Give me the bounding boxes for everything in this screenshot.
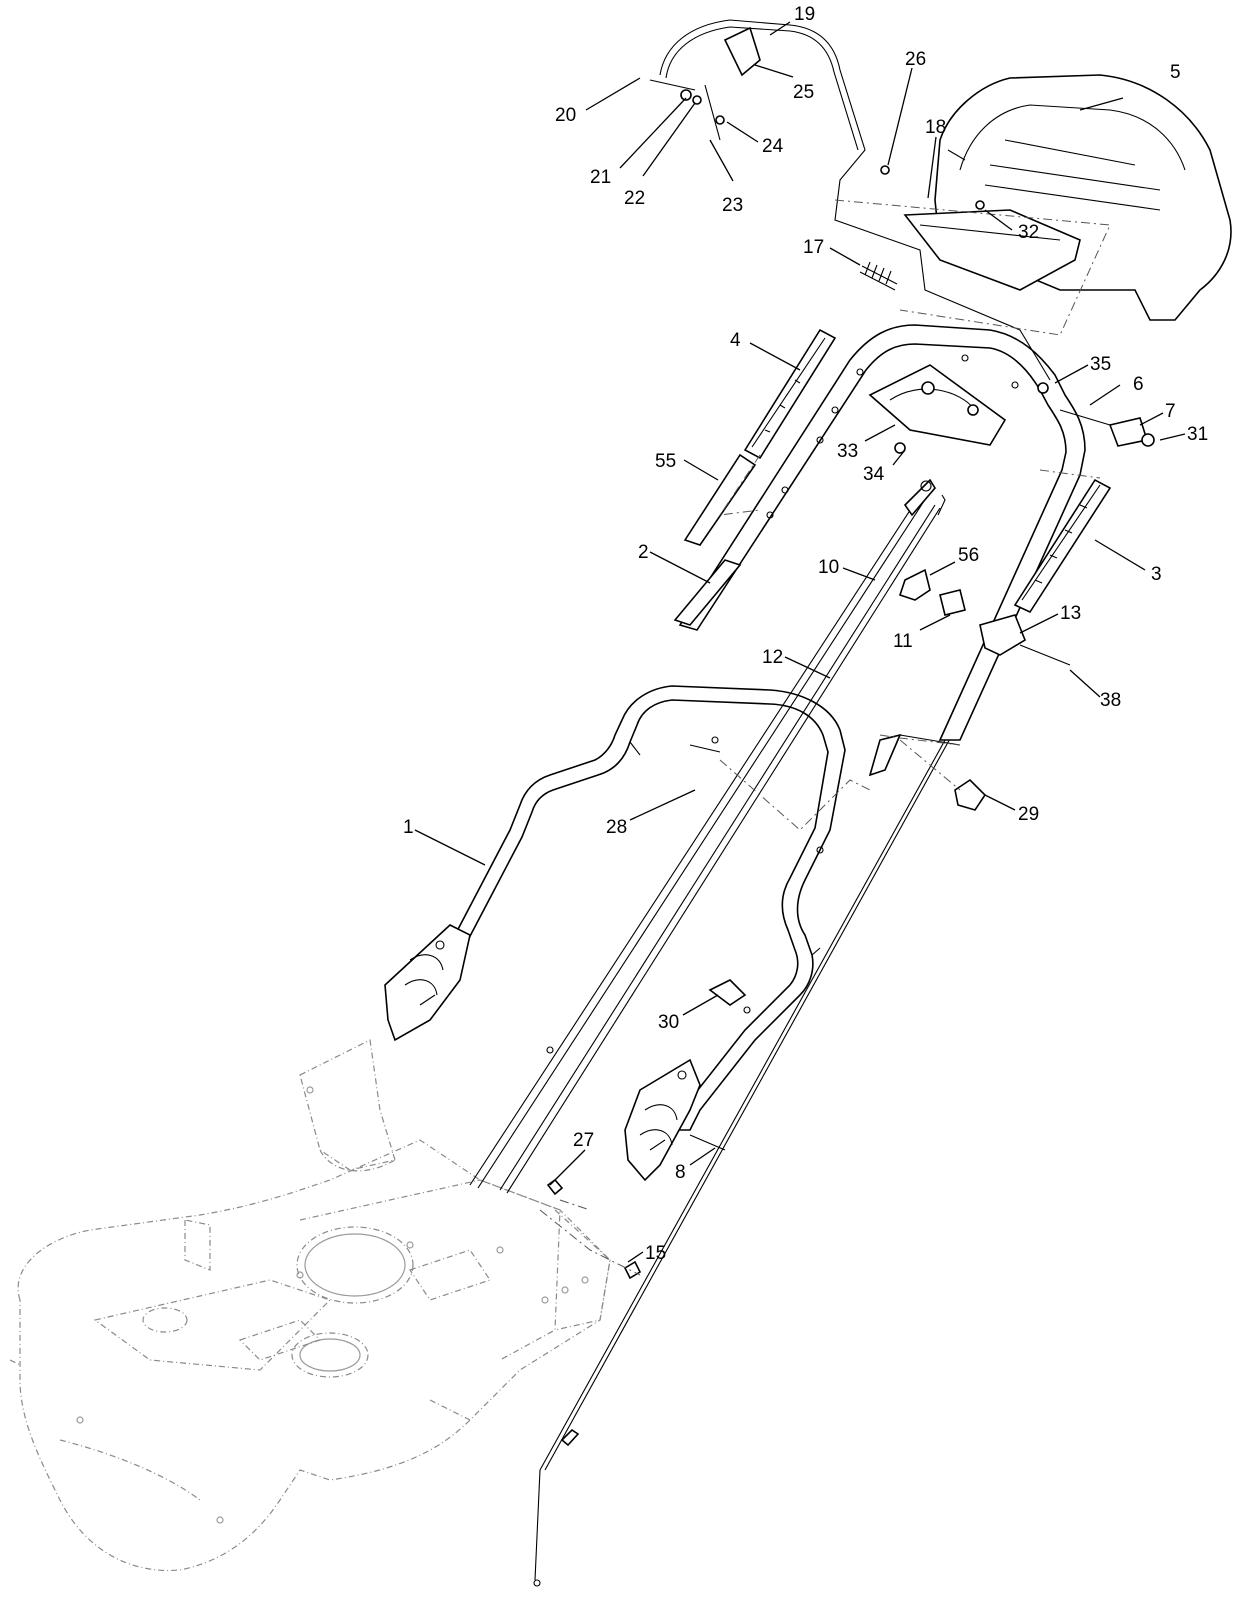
- callout-24: 24: [762, 136, 784, 157]
- callout-1: 1: [403, 817, 414, 838]
- callout-13: 13: [1060, 603, 1081, 624]
- callout-25: 25: [793, 82, 814, 103]
- alignment-lines: [539, 199, 1111, 1276]
- upper-handle: [673, 324, 1086, 777]
- callout-2: 2: [638, 542, 649, 563]
- callout-8: 8: [675, 1162, 686, 1183]
- callout-32: 32: [1018, 222, 1039, 243]
- callout-55: 55: [655, 451, 676, 472]
- leader-lines: [414, 21, 1186, 1263]
- callout-17: 17: [803, 237, 824, 258]
- callout-31: 31: [1187, 424, 1208, 445]
- control-cables: [469, 478, 999, 1587]
- spring-and-hardware: [546, 149, 1155, 1280]
- callout-22: 22: [624, 188, 645, 209]
- callout-7: 7: [1165, 401, 1176, 422]
- callout-6: 6: [1133, 374, 1144, 395]
- callout-23: 23: [722, 195, 743, 216]
- callout-20: 20: [555, 105, 576, 126]
- callout-34: 34: [863, 464, 885, 485]
- lower-handle: [384, 685, 846, 1182]
- callout-10: 10: [818, 557, 839, 578]
- callout-33: 33: [837, 441, 858, 462]
- callout-19: 19: [794, 4, 815, 25]
- callout-28: 28: [606, 817, 627, 838]
- callout-30: 30: [658, 1012, 679, 1033]
- callout-35: 35: [1090, 354, 1111, 375]
- callout-labels: 19 5 26 25 20 18 24 21 22 23 32 17 4 35 …: [403, 4, 1208, 1264]
- callout-21: 21: [590, 167, 611, 188]
- callout-11: 11: [893, 631, 913, 652]
- callout-15: 15: [645, 1243, 666, 1264]
- callout-38: 38: [1100, 690, 1121, 711]
- callout-18: 18: [925, 117, 946, 138]
- bail-and-cover: [649, 19, 1232, 381]
- callout-26: 26: [905, 49, 926, 70]
- cable-guides: [743, 328, 1112, 614]
- callout-3: 3: [1151, 564, 1162, 585]
- callout-56: 56: [958, 545, 979, 566]
- callout-5: 5: [1170, 62, 1181, 83]
- callout-12: 12: [762, 647, 783, 668]
- mower-deck-ghost: [9, 1039, 611, 1572]
- callout-27: 27: [573, 1130, 594, 1151]
- callout-4: 4: [730, 330, 741, 351]
- callout-29: 29: [1018, 804, 1039, 825]
